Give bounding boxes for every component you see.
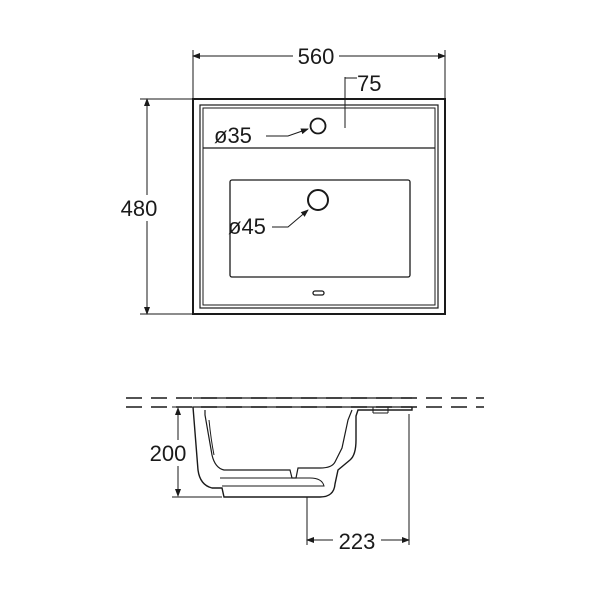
width-label: 560 — [298, 44, 335, 69]
tap-offset-label: 75 — [357, 71, 381, 96]
side-view: 200 223 — [126, 397, 484, 554]
bowl-outline — [229, 179, 411, 278]
basin-inner-profile — [204, 409, 353, 479]
drain-hole-leader — [272, 209, 309, 228]
drain-offset-label: 223 — [339, 529, 376, 554]
height-label: 480 — [121, 196, 158, 221]
depth-label: 200 — [150, 441, 187, 466]
tap-hole-leader — [266, 128, 309, 137]
top-view: 560 75 480 ø35 ø45 — [116, 44, 446, 315]
tap-hole — [309, 117, 327, 135]
tap-hole-label: ø35 — [214, 123, 252, 148]
drain-hole — [307, 189, 329, 211]
basin-outer-rim — [192, 98, 446, 315]
basin-deck-frame — [202, 107, 436, 306]
overflow-slot — [312, 290, 325, 296]
drain-hole-label: ø45 — [228, 214, 266, 239]
basin-inner-rim — [199, 104, 439, 309]
basin-outer-profile — [192, 406, 413, 498]
